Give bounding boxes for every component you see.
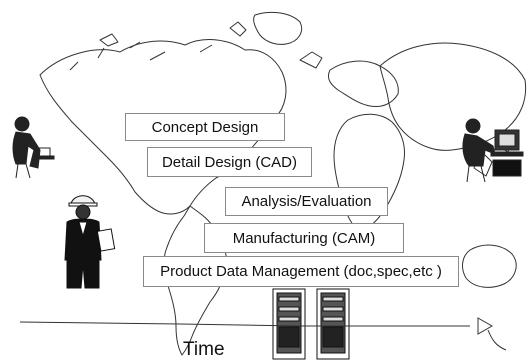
server-rack-icon (272, 288, 350, 360)
engineer-with-clipboard-icon (64, 195, 116, 289)
stage-product-data-management: Product Data Management (doc,spec,etc ) (143, 256, 459, 287)
stage-detail-design: Detail Design (CAD) (147, 147, 312, 177)
seated-person-icon (12, 116, 55, 179)
stage-analysis-evaluation: Analysis/Evaluation (225, 187, 388, 216)
stage-manufacturing: Manufacturing (CAM) (204, 223, 404, 253)
computer-user-icon (462, 118, 524, 183)
stage-concept-design: Concept Design (125, 113, 285, 141)
time-axis-label: Time (183, 339, 225, 360)
time-arrow-icon (19, 317, 507, 351)
